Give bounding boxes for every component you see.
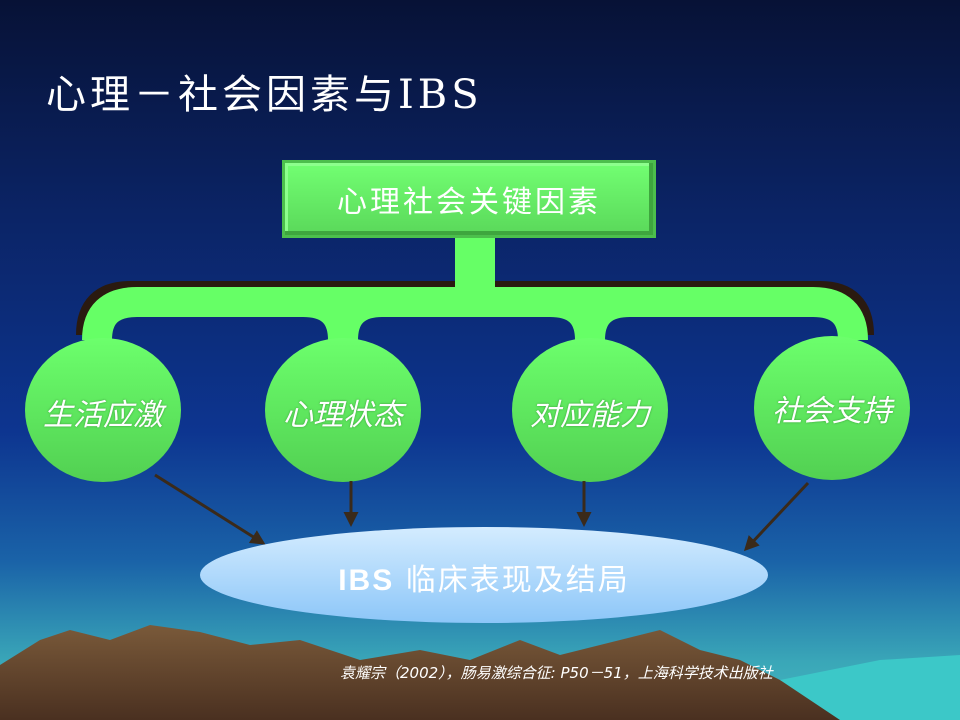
- outcome-shape: [200, 527, 768, 623]
- factor-3: 对应能力: [530, 398, 650, 433]
- node-shape-1: [25, 338, 181, 482]
- node-shape-3: [512, 338, 668, 482]
- factor-4: 社会支持: [772, 394, 892, 429]
- factor-1: 生活应激: [43, 398, 163, 433]
- root-label: 心理社会关键因素: [337, 185, 601, 220]
- arrow-1: [154, 473, 266, 545]
- outcome-prefix: IBS: [338, 564, 395, 597]
- citation: 袁耀宗（2002），肠易激综合征: P50－51，上海科学技术出版社: [340, 664, 773, 682]
- outcome-label: IBS 临床表现及结局: [200, 555, 768, 599]
- mountains: [0, 625, 860, 720]
- factor-2: 心理状态: [283, 398, 403, 433]
- slide-title: 心理－社会因素与IBS: [46, 72, 483, 118]
- root-factor-box: 心理社会关键因素: [282, 160, 656, 238]
- node-shape-4: [754, 336, 910, 480]
- branch: [82, 287, 868, 341]
- sea: [780, 655, 960, 720]
- arrow-4: [743, 481, 810, 552]
- stem: [455, 236, 495, 296]
- outcome-text: 临床表现及结局: [405, 563, 630, 598]
- node-shape-2: [265, 338, 421, 482]
